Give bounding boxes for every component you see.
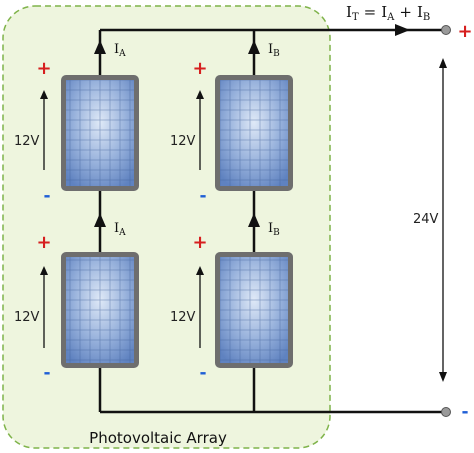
panel-a-bottom-minus: - xyxy=(43,363,50,383)
panel-a-top-minus: - xyxy=(43,186,50,206)
output-minus-sign: - xyxy=(461,402,468,422)
array-label: Photovoltaic Array xyxy=(89,429,227,447)
panel-a-bottom-plus: + xyxy=(36,232,51,253)
panel-b-top xyxy=(215,75,293,191)
output-current-arrow xyxy=(395,24,410,36)
string-b-mid-current-label: IB xyxy=(268,221,280,238)
string-b-mid-arrow xyxy=(248,213,260,227)
string-a-top-current-label: IA xyxy=(114,42,126,59)
string-b-top-current-label: IB xyxy=(268,42,280,59)
output-voltage-label: 24V xyxy=(413,212,439,227)
panel-a-bottom xyxy=(61,252,139,368)
current-arrows xyxy=(94,24,410,227)
panel-b-bottom-plus: + xyxy=(192,232,207,253)
panel-a-top-voltage: 12V xyxy=(14,134,40,149)
panel-b-top-voltage: 12V xyxy=(170,134,196,149)
total-current-equation: IT=IA+IB xyxy=(346,3,430,23)
panel-b-top-minus: - xyxy=(199,186,206,206)
string-a-mid-current-label: IA xyxy=(114,221,126,238)
output-voltage-arrow xyxy=(439,58,447,382)
output-plus-sign: + xyxy=(457,21,472,42)
string-b-top-arrow xyxy=(248,40,260,54)
positive-terminal xyxy=(441,25,451,35)
string-a-mid-arrow xyxy=(94,213,106,227)
panel-b-top-plus: + xyxy=(192,58,207,79)
array-enclosure xyxy=(2,5,331,449)
panel-a-top xyxy=(61,75,139,191)
panel-a-bottom-voltage: 12V xyxy=(14,310,40,325)
negative-terminal xyxy=(441,407,451,417)
panel-b-bottom-voltage: 12V xyxy=(170,310,196,325)
panel-b-bottom xyxy=(215,252,293,368)
panel-a-top-plus: + xyxy=(36,58,51,79)
panel-b-bottom-minus: - xyxy=(199,363,206,383)
string-a-top-arrow xyxy=(94,40,106,54)
panel-voltage-arrows xyxy=(40,90,204,348)
